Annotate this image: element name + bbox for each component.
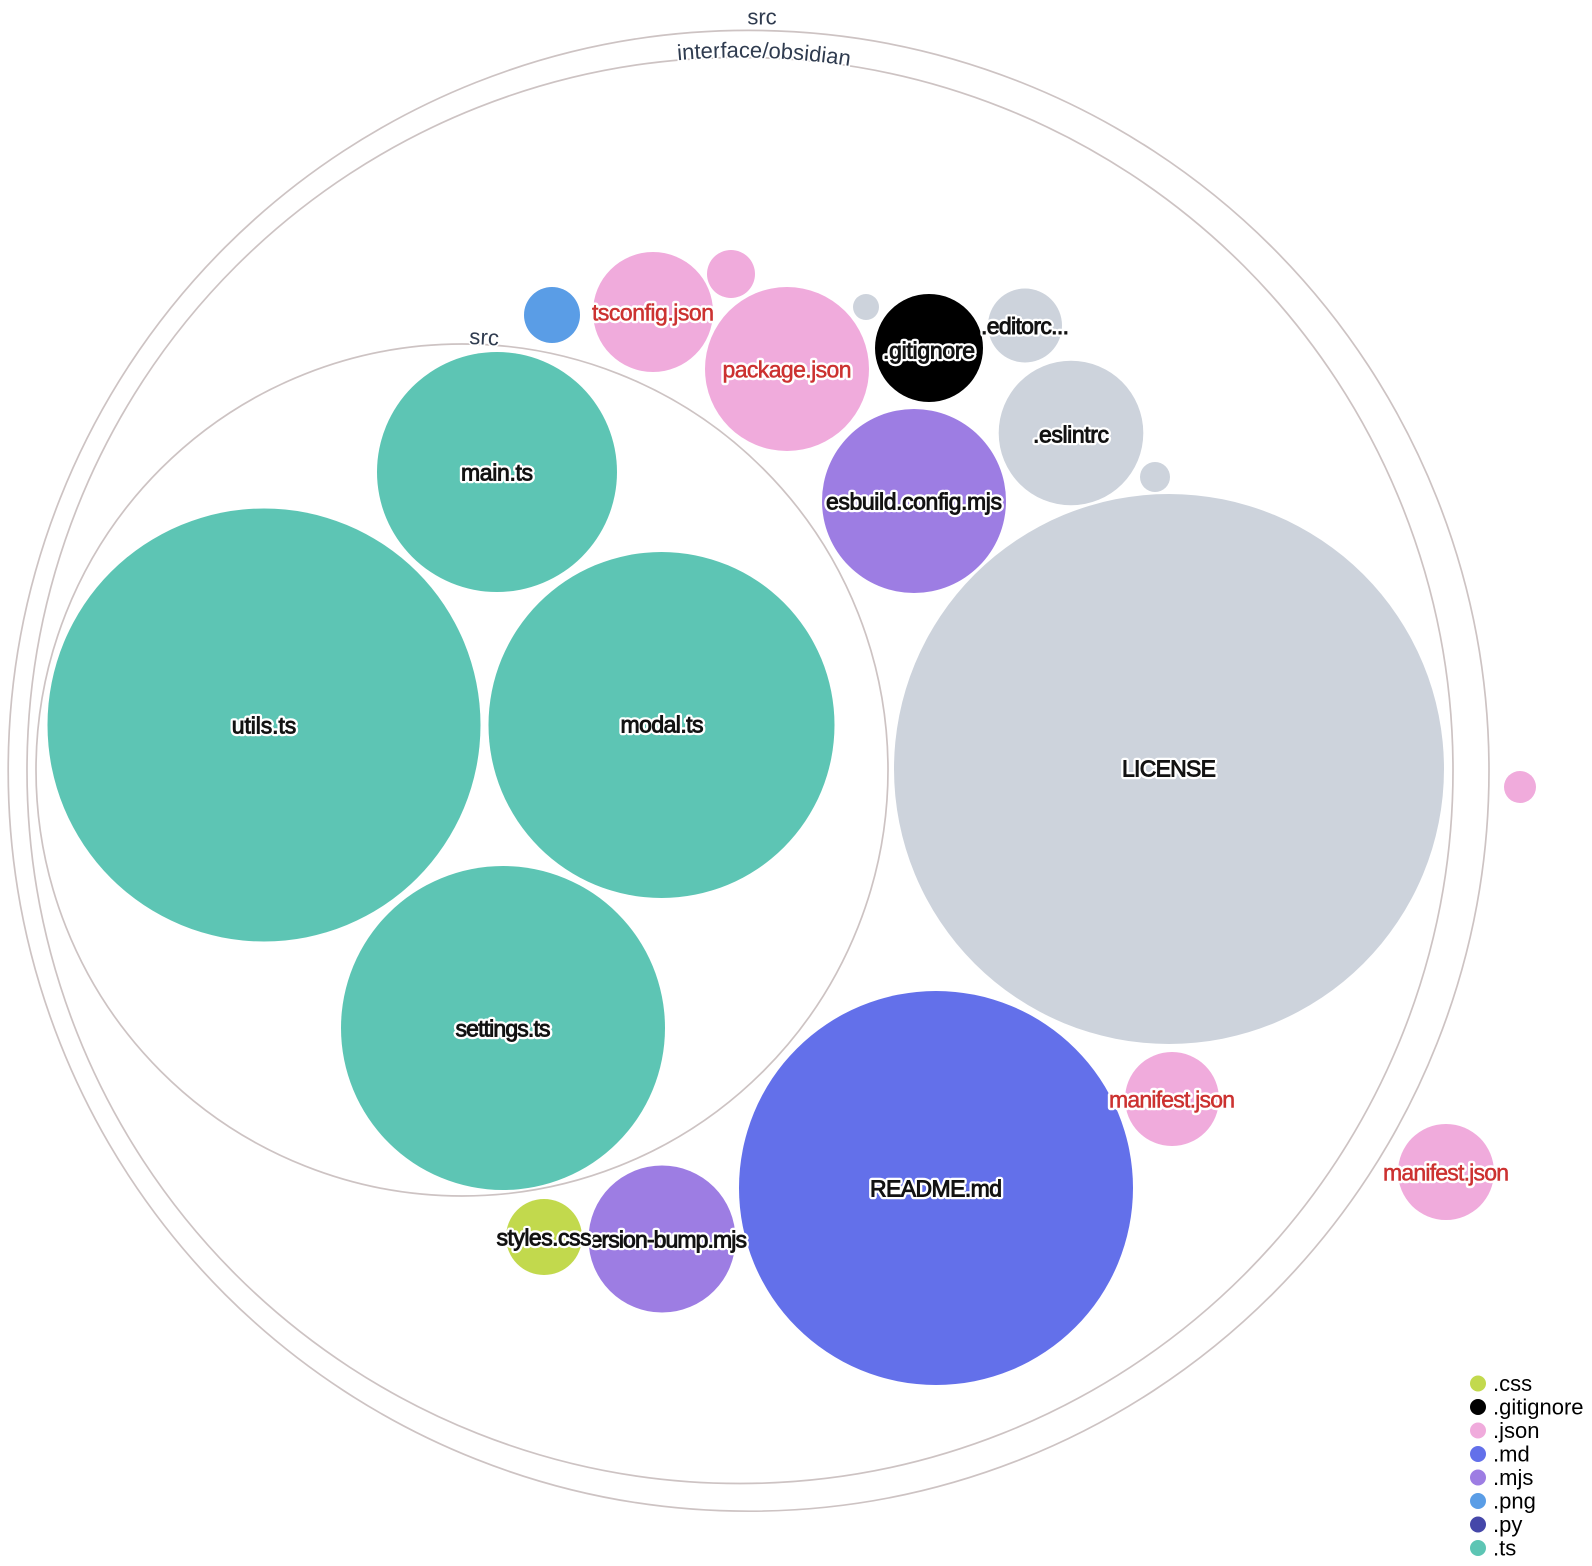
svg-text:main.ts: main.ts — [461, 460, 533, 486]
svg-text:LICENSE: LICENSE — [1122, 756, 1216, 782]
svg-text:LICENSE: LICENSE — [1122, 756, 1216, 782]
svg-text:.gitignore: .gitignore — [883, 338, 975, 364]
svg-text:.mjs: .mjs — [1493, 1465, 1533, 1490]
svg-text:.py: .py — [1493, 1512, 1522, 1537]
svg-text:.editorc...: .editorc... — [981, 313, 1069, 339]
svg-text:manifest.json: manifest.json — [1383, 1160, 1509, 1186]
svg-text:src: src — [469, 324, 500, 350]
svg-text:src: src — [747, 5, 776, 30]
svg-text:settings.ts: settings.ts — [456, 1016, 551, 1042]
svg-text:.css: .css — [1493, 1371, 1532, 1396]
svg-text:esbuild.config.mjs: esbuild.config.mjs — [826, 489, 1002, 515]
svg-text:package.json: package.json — [723, 357, 852, 383]
svg-text:manifest.json: manifest.json — [1383, 1160, 1509, 1186]
svg-text:utils.ts: utils.ts — [232, 713, 297, 739]
svg-text:main.ts: main.ts — [461, 460, 533, 486]
svg-text:package.json: package.json — [723, 357, 852, 383]
svg-text:.ts: .ts — [1493, 1536, 1516, 1561]
svg-text:README.md: README.md — [870, 1176, 1002, 1202]
svg-text:.eslintrc: .eslintrc — [1033, 422, 1109, 448]
svg-text:.gitignore: .gitignore — [883, 338, 975, 364]
svg-text:.json: .json — [1493, 1418, 1539, 1443]
svg-text:.eslintrc: .eslintrc — [1033, 422, 1109, 448]
svg-text:version-bump.mjs: version-bump.mjs — [579, 1227, 747, 1253]
svg-text:.png: .png — [1493, 1489, 1536, 1514]
svg-text:tsconfig.json: tsconfig.json — [592, 300, 714, 326]
svg-text:.md: .md — [1493, 1442, 1530, 1467]
svg-text:tsconfig.json: tsconfig.json — [592, 300, 714, 326]
svg-text:modal.ts: modal.ts — [621, 712, 704, 738]
svg-text:utils.ts: utils.ts — [232, 713, 297, 739]
svg-text:modal.ts: modal.ts — [621, 712, 704, 738]
svg-text:manifest.json: manifest.json — [1109, 1087, 1235, 1113]
svg-text:styles.css: styles.css — [497, 1225, 592, 1251]
svg-text:styles.css: styles.css — [497, 1225, 592, 1251]
svg-text:version-bump.mjs: version-bump.mjs — [579, 1227, 747, 1253]
svg-text:.gitignore: .gitignore — [1493, 1395, 1584, 1420]
svg-text:README.md: README.md — [870, 1176, 1002, 1202]
svg-text:settings.ts: settings.ts — [456, 1016, 551, 1042]
svg-text:esbuild.config.mjs: esbuild.config.mjs — [826, 489, 1002, 515]
svg-text:.editorc...: .editorc... — [981, 313, 1069, 339]
svg-text:manifest.json: manifest.json — [1109, 1087, 1235, 1113]
svg-text:interface/obsidian: interface/obsidian — [676, 37, 853, 70]
